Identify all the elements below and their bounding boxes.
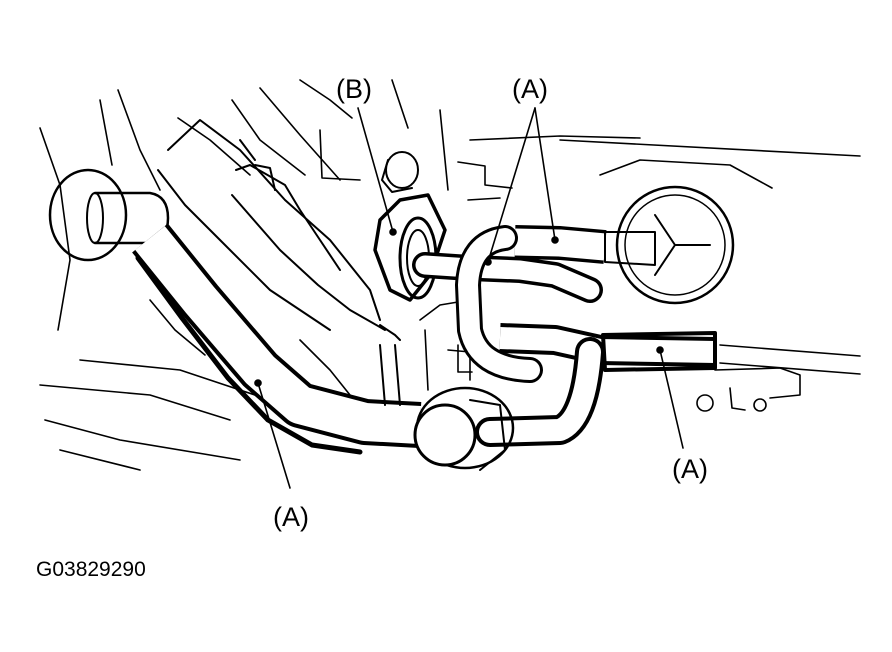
upper-hoses [157, 119, 401, 406]
label-a-top: (A) [512, 74, 548, 104]
round-cap [615, 185, 735, 305]
pointer-lines [254, 107, 684, 489]
engine-block-outline [39, 79, 861, 471]
fitting-b [373, 193, 447, 302]
hose-from-fitting-b [412, 252, 603, 303]
figure-id: G03829290 [36, 558, 146, 581]
label-a-right: (A) [672, 454, 708, 484]
hose-a-bottom-left [132, 223, 422, 455]
junction-fitting [413, 386, 515, 471]
label-a-bottom: (A) [273, 502, 309, 532]
label-b-top: (B) [336, 74, 372, 104]
hose-a-top [455, 225, 656, 383]
bolt-head [381, 151, 419, 193]
